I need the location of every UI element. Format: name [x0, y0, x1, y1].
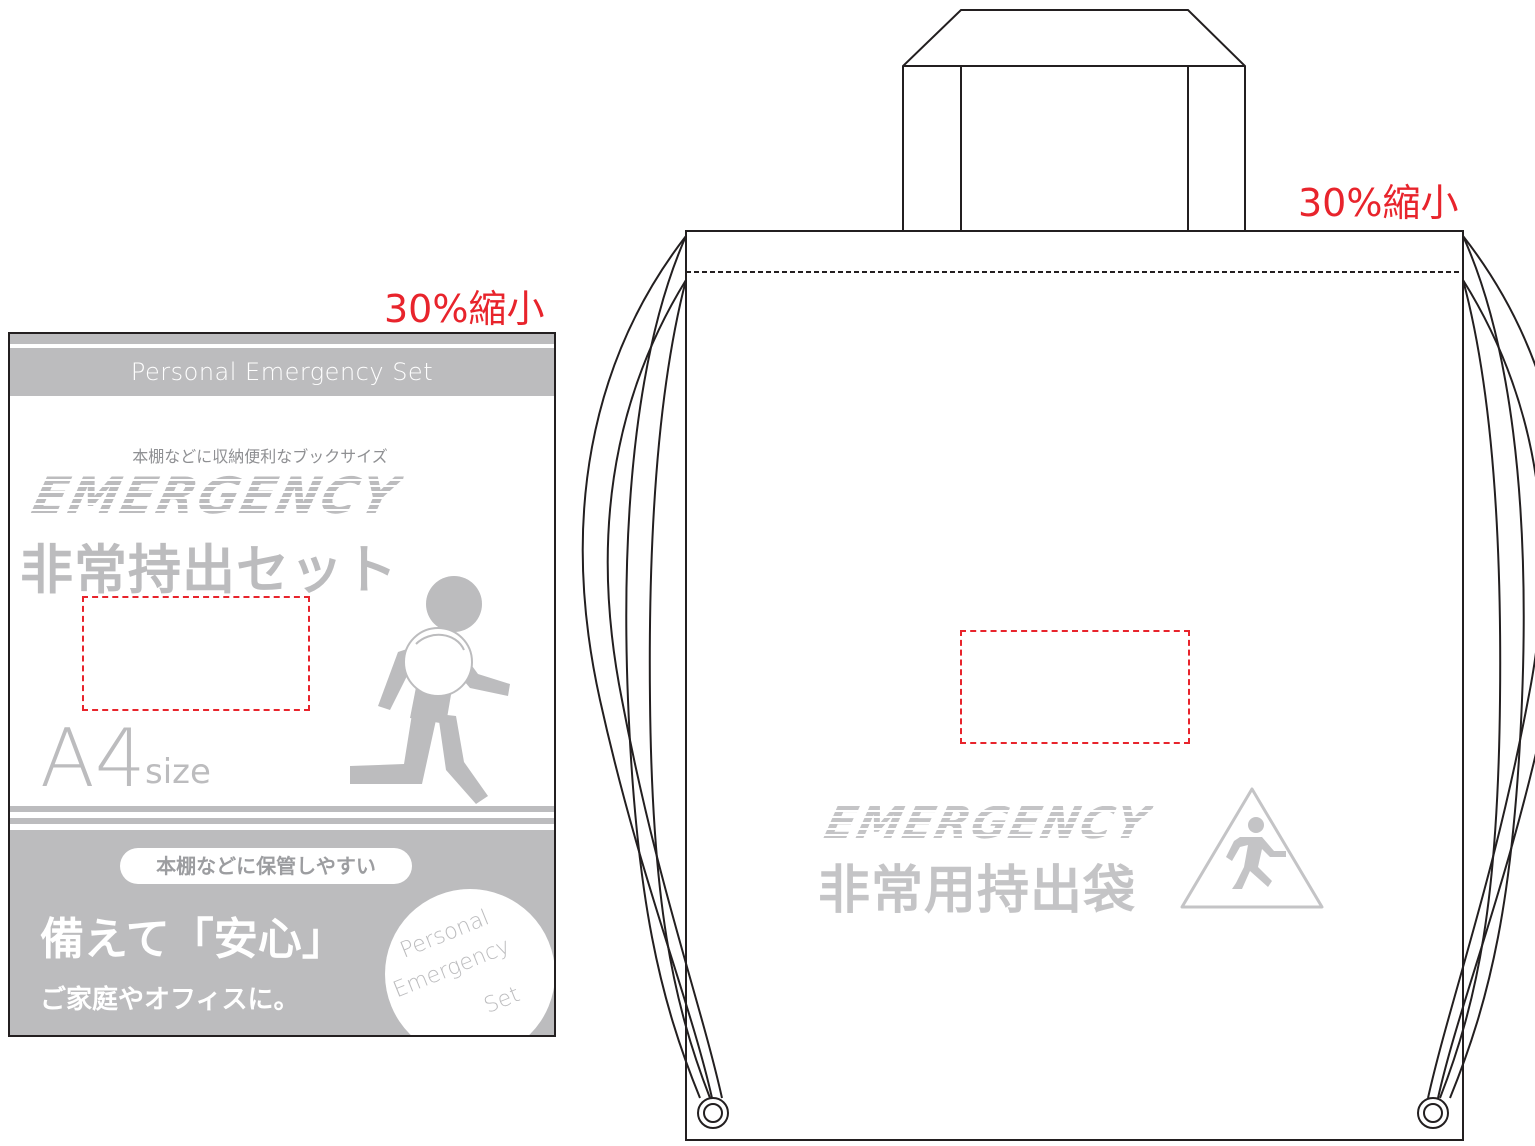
- cover-tagline: 本棚などに収納便利なブックサイズ: [132, 447, 388, 466]
- size-label: size: [145, 752, 211, 792]
- cover-print-area: [82, 596, 310, 711]
- cover-pill: 本棚などに保管しやすい: [120, 848, 412, 884]
- cover-stripe: [10, 818, 554, 824]
- cover-scale-label: 30%縮小: [384, 287, 545, 331]
- cover-stripe: [10, 806, 554, 812]
- emergency-exit-runner-icon: [1180, 787, 1324, 909]
- bag-scale-label: 30%縮小: [1298, 181, 1459, 225]
- bag-title: 非常用持出袋: [818, 861, 1137, 921]
- bag-emergency-logo: EMERGENCY: [819, 798, 1156, 849]
- bag-print-area: [960, 630, 1190, 744]
- cover-slogan-sub: ご家庭やオフィスに。: [40, 985, 300, 1015]
- running-person-icon: [350, 576, 510, 804]
- cover-seal: [385, 889, 554, 1035]
- size-a4: A4: [40, 712, 146, 805]
- cover-header-band: [10, 348, 554, 396]
- book-cover: Personal Emergency Set 本棚などに収納便利なブックサイズ …: [8, 332, 556, 1037]
- cover-slogan-main: 備えて「安心」: [40, 914, 346, 965]
- cover-title: 非常持出セット: [20, 540, 398, 601]
- cover-header-text: Personal Emergency Set: [130, 358, 434, 386]
- cover-top-bar: [10, 334, 554, 344]
